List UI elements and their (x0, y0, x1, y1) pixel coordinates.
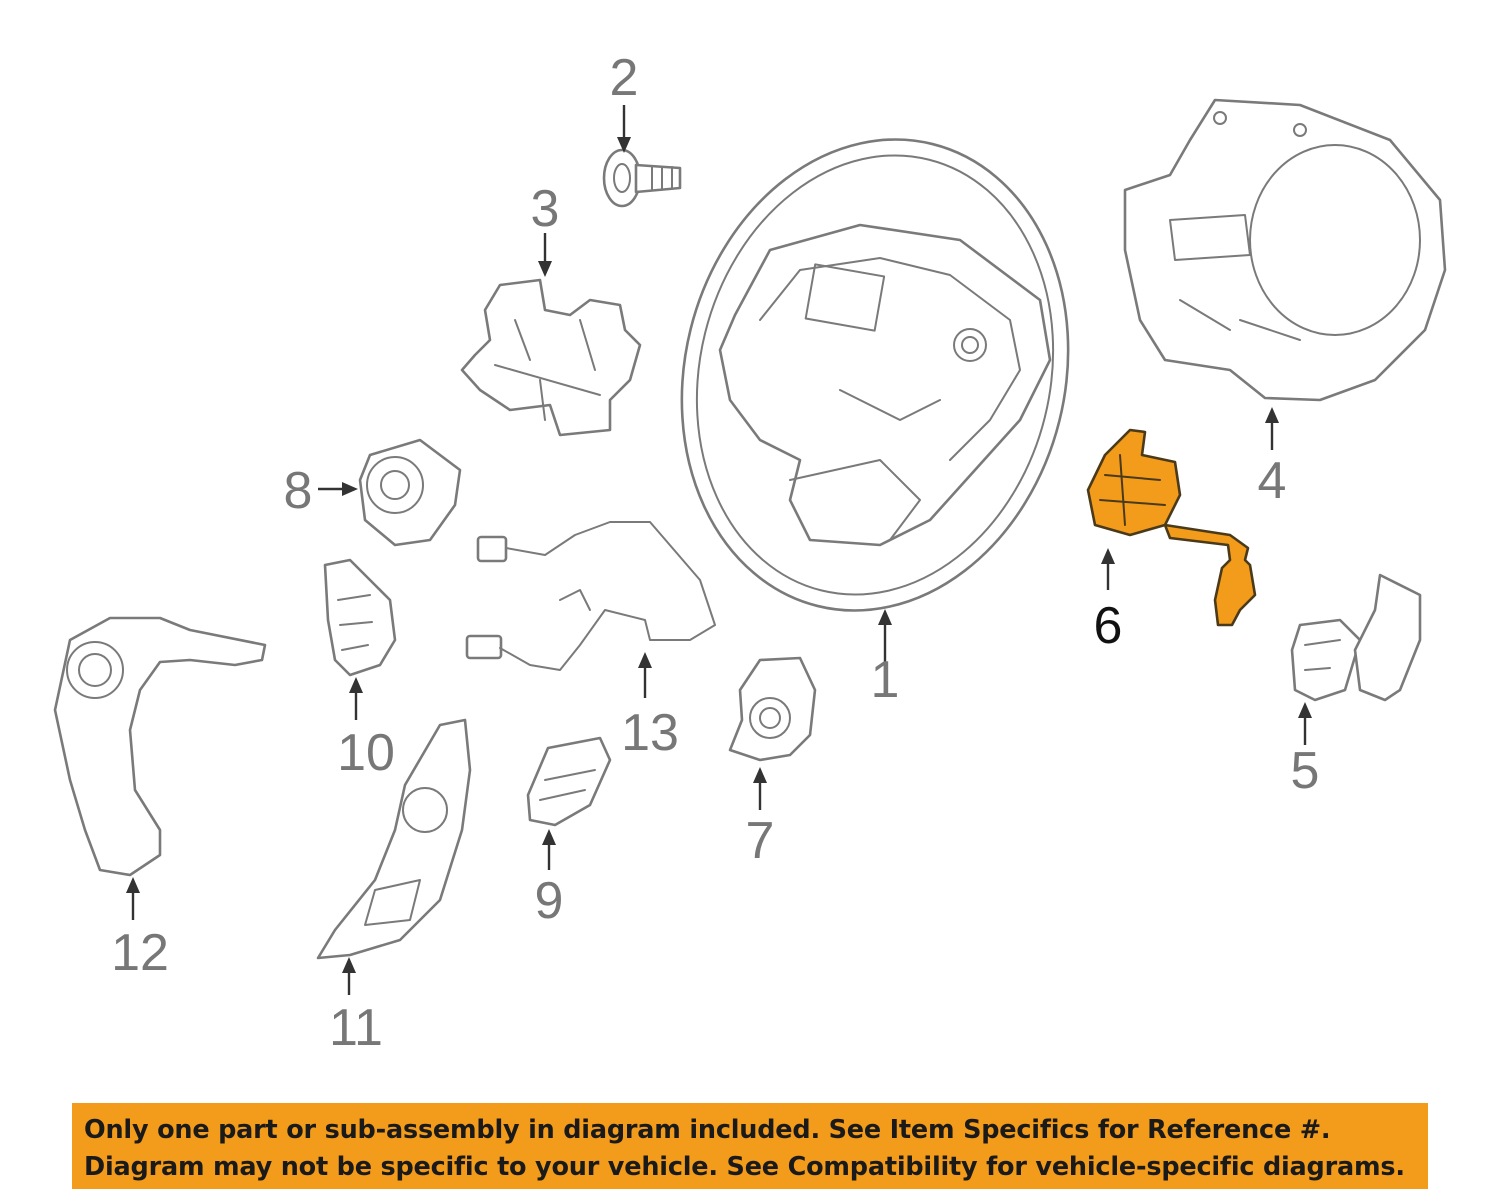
svg-text:12: 12 (111, 924, 169, 982)
part-11-trim-cover (316, 718, 472, 960)
callout-12: 12 (111, 877, 169, 982)
callout-5: 5 (1291, 702, 1320, 800)
svg-text:4: 4 (1258, 452, 1287, 510)
svg-text:5: 5 (1291, 742, 1320, 800)
callout-2: 2 (610, 49, 639, 153)
svg-text:13: 13 (621, 704, 679, 762)
part-6-clock-spring-highlighted (1086, 428, 1257, 627)
callout-3: 3 (531, 180, 560, 277)
callout-9: 9 (535, 829, 564, 930)
callout-4: 4 (1258, 407, 1287, 510)
part-5-paddle-switch (1290, 573, 1422, 702)
part-9-switch (526, 736, 612, 827)
part-8-rotary-switch (358, 438, 462, 547)
svg-text:3: 3 (531, 180, 560, 238)
callout-10: 10 (337, 677, 395, 782)
callout-6: 6 (1094, 548, 1123, 655)
callout-11: 11 (329, 957, 383, 1057)
part-13-wiring-harness (465, 521, 716, 671)
part-10-switch (323, 558, 397, 677)
svg-text:7: 7 (746, 812, 775, 870)
callout-1: 1 (871, 609, 900, 709)
svg-text:10: 10 (337, 724, 395, 782)
svg-text:9: 9 (535, 872, 564, 930)
part-1-steering-wheel (680, 138, 1070, 612)
part-3-switch-bracket (460, 278, 642, 437)
callout-8: 8 (284, 462, 358, 520)
disclaimer-line-2: Diagram may not be specific to your vehi… (84, 1152, 1405, 1182)
svg-text:8: 8 (284, 462, 313, 520)
disclaimer-line-1: Only one part or sub-assembly in diagram… (84, 1115, 1331, 1145)
disclaimer-banner: Only one part or sub-assembly in diagram… (72, 1103, 1428, 1189)
svg-text:2: 2 (610, 49, 639, 107)
svg-text:1: 1 (871, 651, 900, 709)
callout-13: 13 (621, 652, 679, 762)
part-12-trim-cover (53, 616, 267, 877)
callout-7: 7 (746, 767, 775, 870)
part-2-bolt (602, 148, 682, 208)
svg-text:6: 6 (1094, 597, 1123, 655)
part-7-switch-module (728, 656, 817, 762)
parts-diagram: 1 2 3 4 5 6 7 8 9 10 (53, 49, 1447, 1057)
svg-text:11: 11 (329, 999, 383, 1057)
part-4-rear-cover (1123, 98, 1447, 402)
